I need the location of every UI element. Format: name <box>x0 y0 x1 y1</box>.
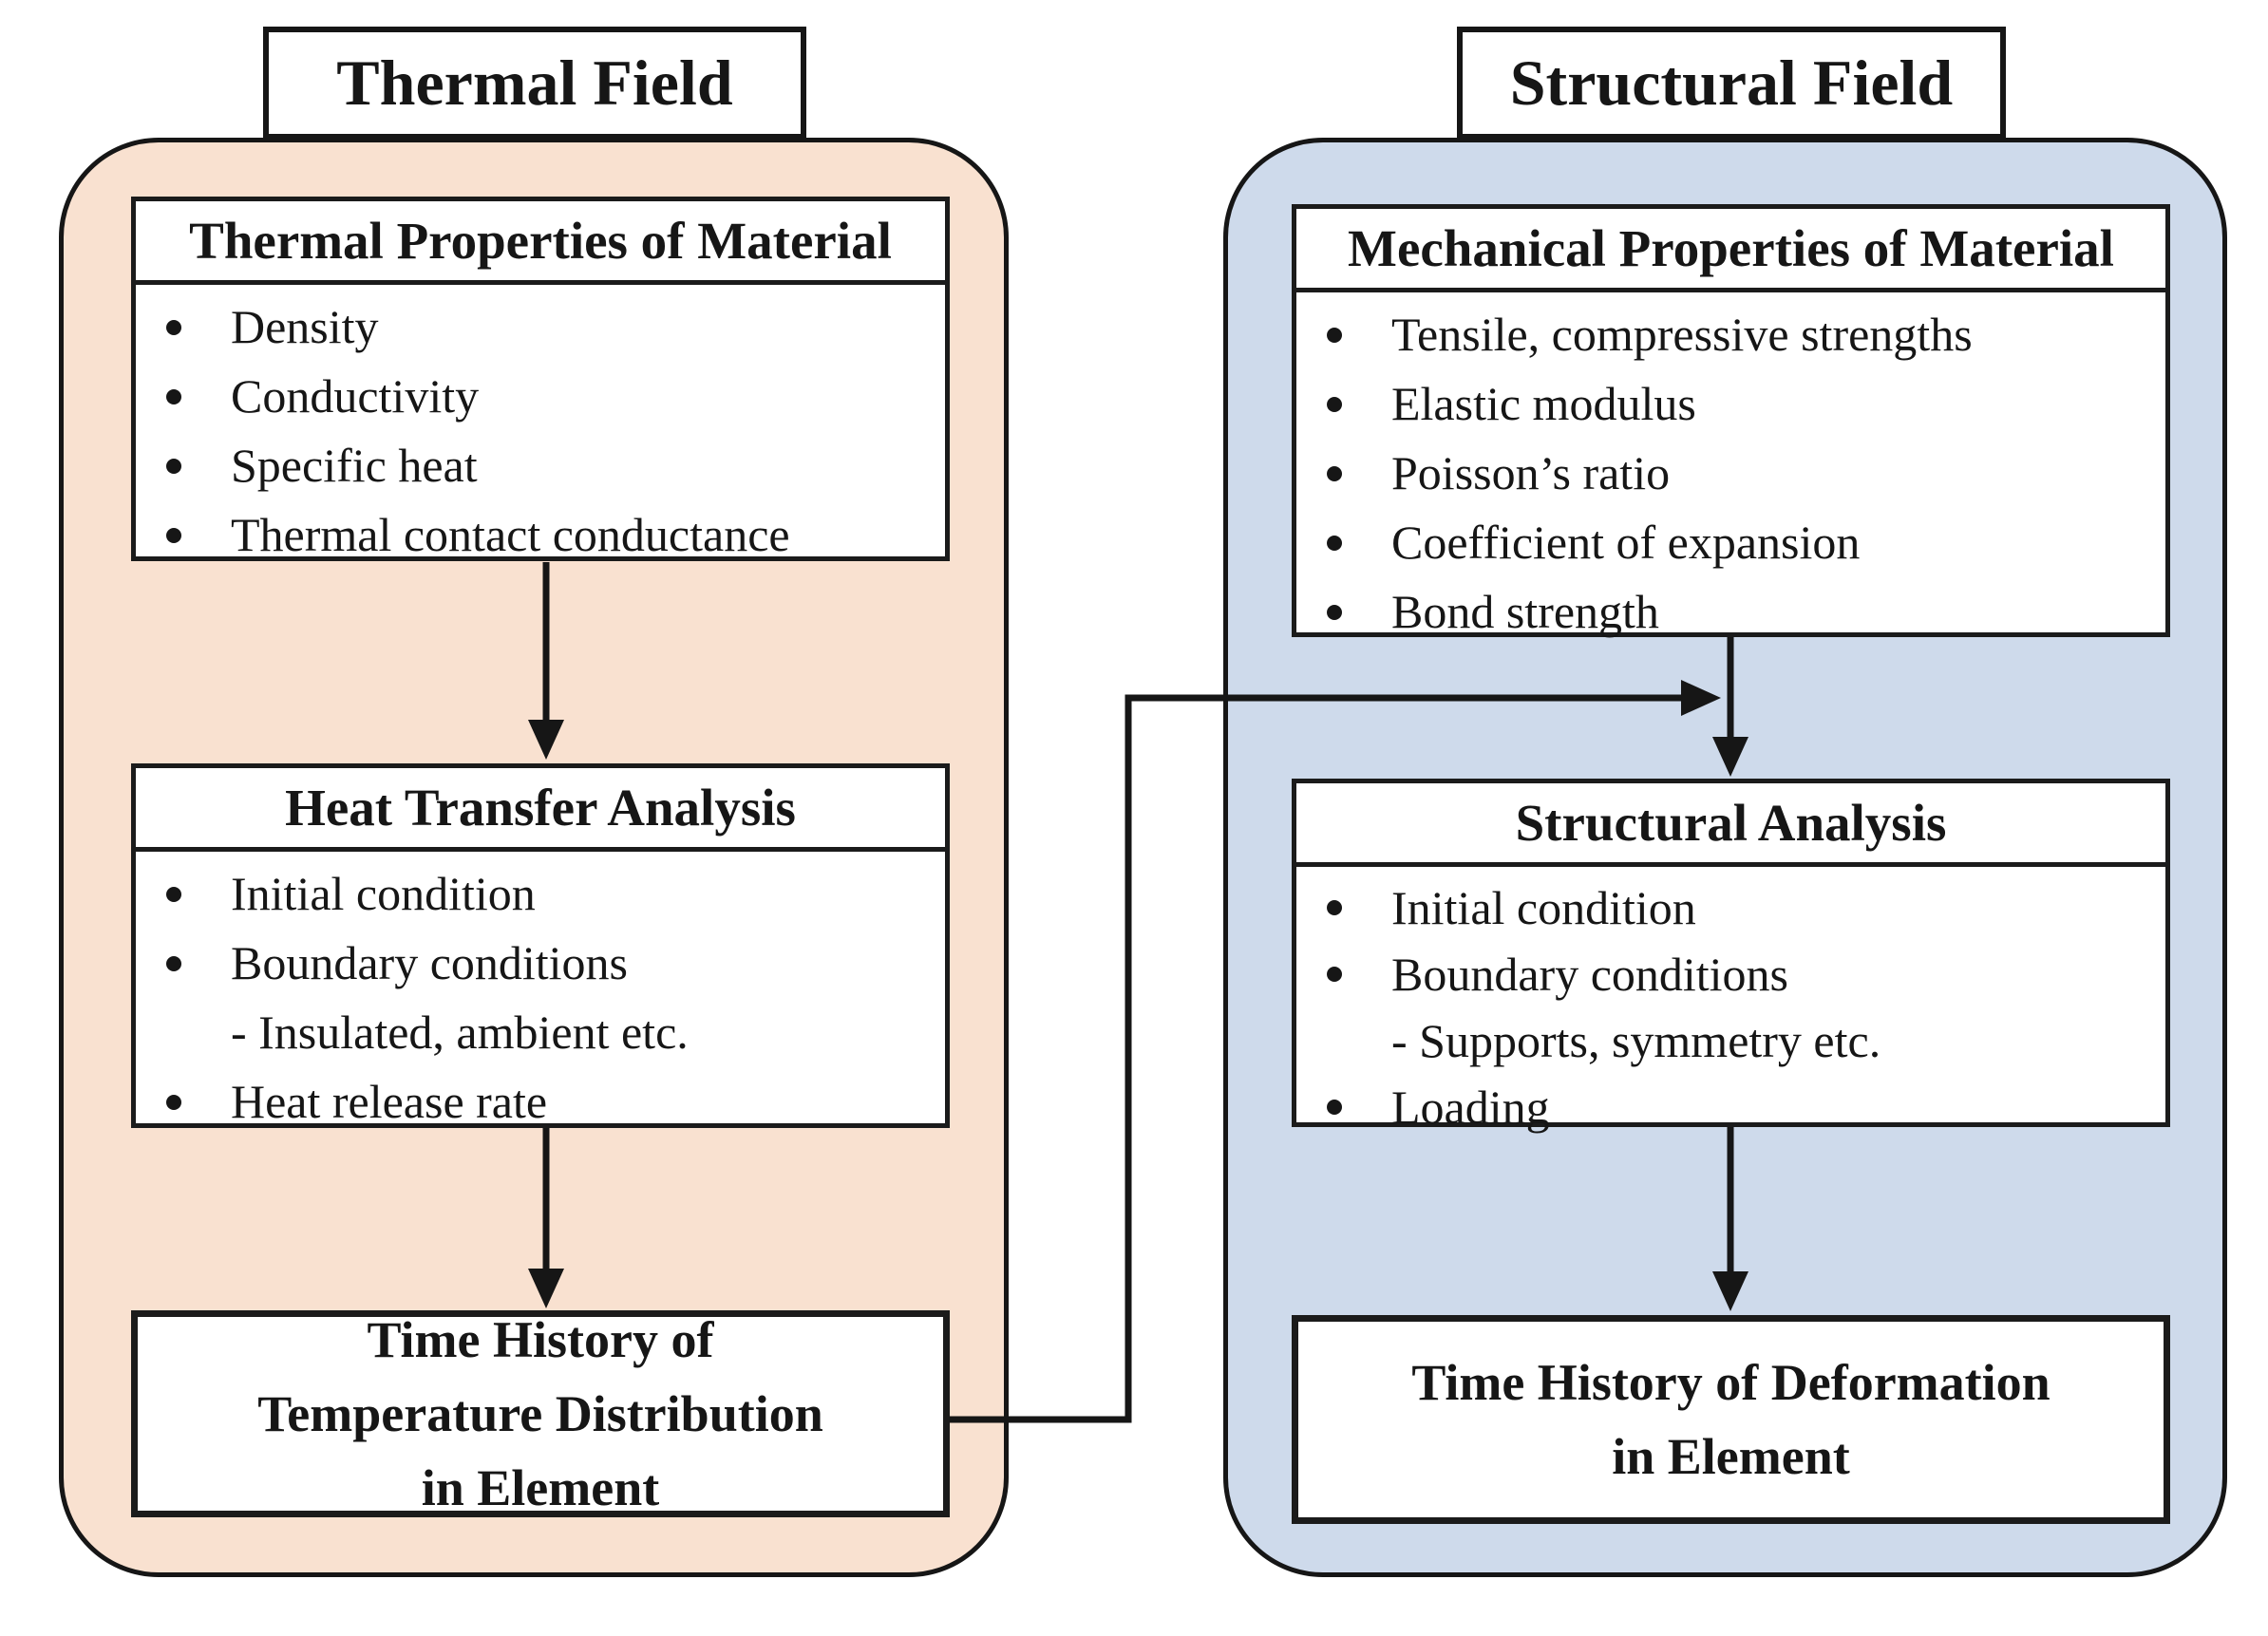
bullet-icon <box>1327 1100 1342 1115</box>
list-item: Poisson’s ratio <box>1296 439 2165 508</box>
structural-field-title-box: Structural Field <box>1457 27 2006 140</box>
list-item: Tensile, compressive strengths <box>1296 300 2165 369</box>
list-item: Specific heat <box>136 431 945 500</box>
list-item: Conductivity <box>136 362 945 431</box>
thermal-properties-list: Density Conductivity Specific heat Therm… <box>136 285 945 570</box>
thermal-properties-box: Thermal Properties of Material Density C… <box>131 197 950 561</box>
bullet-icon <box>166 955 181 971</box>
thermal-properties-header: Thermal Properties of Material <box>136 201 945 285</box>
bullet-icon <box>166 458 181 474</box>
list-item: Elastic modulus <box>1296 369 2165 439</box>
output-line: in Element <box>1612 1428 1850 1485</box>
bullet-icon <box>1327 465 1342 481</box>
structural-analysis-box: Structural Analysis Initial condition Bo… <box>1292 779 2170 1134</box>
bullet-icon <box>166 319 181 335</box>
list-item: Density <box>136 292 945 362</box>
list-item: Boundary conditions <box>1296 941 2165 1007</box>
list-item: Thermal contact conductance <box>136 500 945 570</box>
structural-analysis-list: Initial condition Boundary conditions - … <box>1296 867 2165 1140</box>
output-line: Temperature Distribution <box>257 1385 823 1442</box>
bullet-icon <box>166 388 181 404</box>
list-item: Bond strength <box>1296 577 2165 647</box>
list-item: Coefficient of expansion <box>1296 508 2165 577</box>
bullet-icon <box>166 527 181 543</box>
bullet-icon <box>1327 396 1342 412</box>
temperature-history-output-box: Time History of Temperature Distribution… <box>131 1310 950 1517</box>
heat-transfer-analysis-box: Heat Transfer Analysis Initial condition… <box>131 763 950 1128</box>
structural-field-title: Structural Field <box>1509 47 1954 119</box>
bullet-icon <box>1327 535 1342 551</box>
output-line: in Element <box>421 1459 660 1516</box>
heat-transfer-analysis-list: Initial condition Boundary conditions - … <box>136 852 945 1137</box>
bullet-icon <box>1327 900 1342 915</box>
thermal-field-title: Thermal Field <box>336 47 733 119</box>
mechanical-properties-box: Mechanical Properties of Material Tensil… <box>1292 204 2170 638</box>
bullet-icon <box>166 886 181 902</box>
mechanical-properties-list: Tensile, compressive strengths Elastic m… <box>1296 292 2165 647</box>
structural-analysis-header: Structural Analysis <box>1296 783 2165 867</box>
deformation-history-output-box: Time History of Deformation in Element <box>1292 1315 2170 1524</box>
output-line: Time History of <box>367 1311 714 1368</box>
temperature-history-output-text: Time History of Temperature Distribution… <box>138 1311 943 1516</box>
list-subitem: - Insulated, ambient etc. <box>231 1006 689 1059</box>
list-subitem: - Supports, symmetry etc. <box>1391 1014 1881 1067</box>
bullet-icon <box>1327 604 1342 620</box>
list-item: Loading <box>1296 1074 2165 1140</box>
list-item: Initial condition <box>1296 874 2165 941</box>
list-item: Initial condition <box>136 859 945 929</box>
list-item: Boundary conditions <box>136 929 945 998</box>
deformation-history-output-text: Time History of Deformation in Element <box>1298 1322 2164 1517</box>
heat-transfer-analysis-header: Heat Transfer Analysis <box>136 768 945 852</box>
output-line: Time History of Deformation <box>1411 1354 2051 1411</box>
bullet-icon <box>1327 327 1342 343</box>
bullet-icon <box>1327 967 1342 982</box>
list-item: Heat release rate <box>136 1067 945 1137</box>
thermal-field-title-box: Thermal Field <box>263 27 806 140</box>
mechanical-properties-header: Mechanical Properties of Material <box>1296 209 2165 292</box>
bullet-icon <box>166 1094 181 1110</box>
